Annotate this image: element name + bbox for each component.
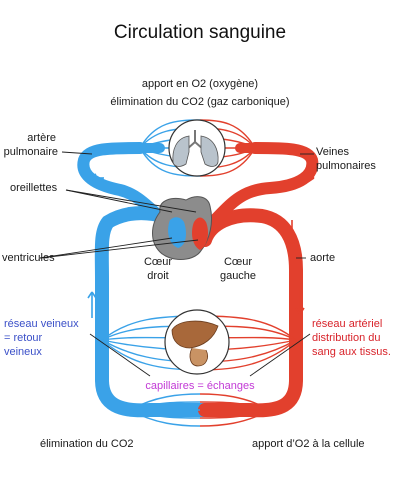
label-coeur-droit-1: Cœur <box>143 256 173 268</box>
label-reseau-arteriel-1: réseau artériel <box>312 318 383 330</box>
aorta-loop <box>198 208 303 418</box>
liver-intestine-icon <box>164 309 230 375</box>
label-elimination-co2: élimination du CO2 <box>40 438 134 450</box>
label-reseau-veineux-2: = retour <box>4 332 43 344</box>
label-reseau-arteriel-2: distribution du <box>312 332 381 344</box>
label-veines-line1: Veines <box>316 146 350 158</box>
label-coeur-droit-2: droit <box>147 270 169 282</box>
top-note-o2: apport en O2 (oxygène) <box>141 78 259 90</box>
label-reseau-arteriel-3: sang aux tissus. <box>312 346 391 358</box>
lungs-icon <box>168 119 226 177</box>
top-note-co2: élimination du CO2 (gaz carbonique) <box>110 96 290 108</box>
label-veines-line2: pulmonaires <box>316 160 376 172</box>
label-coeur-gauche-1: Cœur <box>223 256 253 268</box>
label-artere-line1: artère <box>27 132 56 144</box>
pulmonary-veins <box>204 142 319 231</box>
label-apport-o2: apport d’O2 à la cellule <box>252 438 365 450</box>
label-aorte: aorte <box>310 252 336 264</box>
label-oreillettes: oreillettes <box>10 182 58 194</box>
pointer-lines <box>39 151 314 377</box>
label-reseau-veineux-1: réseau veineux <box>4 318 79 330</box>
label-reseau-veineux-3: veineux <box>4 346 42 358</box>
systemic-capillaries-lower <box>129 393 271 427</box>
label-ventricules: ventricules <box>2 252 55 264</box>
label-artere-line2: pulmonaire <box>3 146 58 158</box>
label-coeur-gauche-2: gauche <box>219 270 257 282</box>
flow-arrow-icon <box>87 173 315 318</box>
diagram-title: Circulation sanguine <box>113 22 287 43</box>
label-capillaires: capillaires = échanges <box>145 380 255 392</box>
